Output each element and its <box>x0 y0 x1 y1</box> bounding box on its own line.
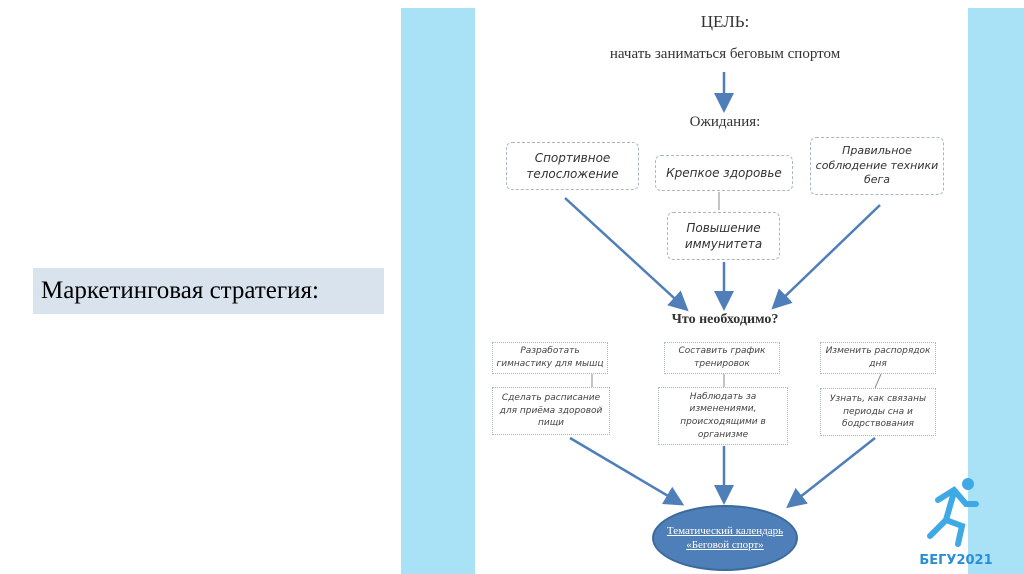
task-box: Разработать гимнастику для мышц <box>492 342 608 374</box>
arrow-left-bottom <box>569 436 685 506</box>
decor-strip-right <box>968 8 1024 574</box>
arrow-right-bottom <box>786 437 876 509</box>
sub-expectation-box: Повышение иммунитета <box>667 212 780 260</box>
expectation-box: Крепкое здоровье <box>655 155 793 191</box>
expectations-label: Ожидания: <box>689 114 761 130</box>
needed-label: Что необходимо? <box>671 312 779 327</box>
task-box: Сделать расписание для приёма здоровой п… <box>492 387 610 435</box>
slide-title: Маркетинговая стратегия: <box>33 268 384 314</box>
arrow-right <box>771 204 881 310</box>
task-box: Изменить распорядок дня <box>820 342 936 374</box>
runner-logo: БЕГУ2021 <box>918 470 994 570</box>
task-box: Наблюдать за изменениями, происходящими … <box>658 387 788 445</box>
result-oval: Тематический календарь «Беговой спорт» <box>652 505 798 571</box>
decor-strip-left <box>401 8 475 574</box>
logo-text: БЕГУ2021 <box>919 553 992 568</box>
runner-icon: БЕГУ2021 <box>919 478 993 568</box>
task-box: Узнать, как связаны периоды сна и бодрст… <box>820 388 936 436</box>
arrow-left <box>564 197 689 312</box>
goal-label: ЦЕЛЬ: <box>700 12 750 31</box>
task-box: Составить график тренировок <box>664 342 780 374</box>
goal-text: начать заниматься беговым спортом <box>609 46 841 62</box>
expectation-box: Правильное соблюдение техники бега <box>810 137 944 195</box>
expectation-box: Спортивное телосложение <box>506 142 639 190</box>
